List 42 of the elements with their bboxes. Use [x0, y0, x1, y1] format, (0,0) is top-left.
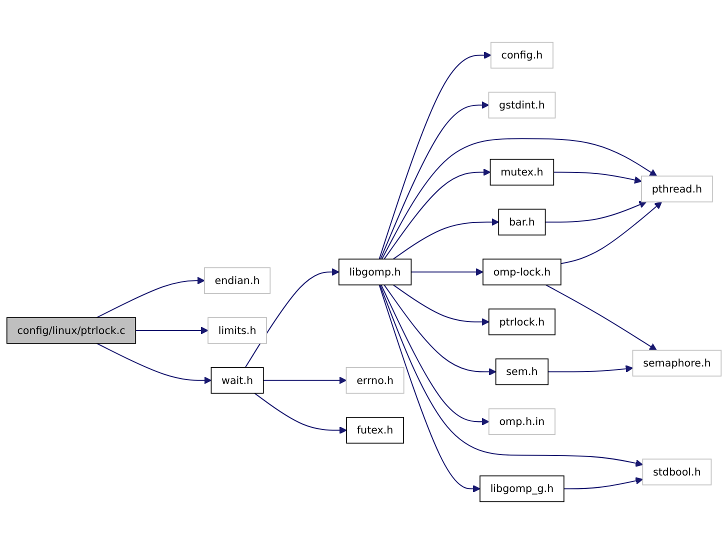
node-box: stdbool.h [642, 458, 712, 486]
node-box: wait.h [210, 367, 264, 394]
arrow [545, 201, 647, 223]
node-box: config/linux/ptrlock.c [6, 317, 136, 344]
node-box: semaphore.h [632, 350, 722, 377]
arrow [378, 284, 480, 493]
arrow [380, 284, 644, 467]
arrow [560, 202, 662, 264]
node-box: limits.h [208, 317, 267, 344]
arrow [384, 168, 491, 260]
arrow [136, 326, 208, 334]
node-box: omp-lock.h [482, 258, 562, 286]
arrow [384, 284, 496, 376]
node-box: config.h [490, 42, 554, 69]
node-box: gstdint.h [488, 92, 556, 118]
arrow [254, 392, 347, 434]
node-box: omp.h.in [488, 408, 556, 435]
arrow [263, 376, 347, 384]
node-box: futex.h [346, 416, 404, 444]
arrow [554, 172, 642, 184]
arrow [564, 477, 644, 490]
arrow [244, 268, 340, 368]
arrow [96, 276, 205, 318]
arrow [381, 138, 658, 260]
arrow [378, 51, 492, 260]
node-box: ptrlock.h [488, 308, 556, 336]
node-box: libgomp_g.h [480, 475, 564, 502]
arrow [96, 342, 212, 384]
arrow [393, 284, 490, 326]
node-box: errno.h [346, 367, 404, 394]
arrow [548, 365, 634, 373]
node-box: bar.h [498, 208, 546, 236]
arrow [380, 101, 490, 260]
arrow [411, 268, 484, 276]
node-box: mutex.h [490, 158, 554, 186]
node-box: pthread.h [641, 176, 713, 202]
node-box: endian.h [204, 267, 271, 294]
arrow [546, 284, 657, 351]
arrow [393, 218, 499, 260]
node-box: sem.h [495, 358, 549, 386]
node-box: libgomp.h [338, 258, 412, 286]
arrow [380, 284, 490, 426]
